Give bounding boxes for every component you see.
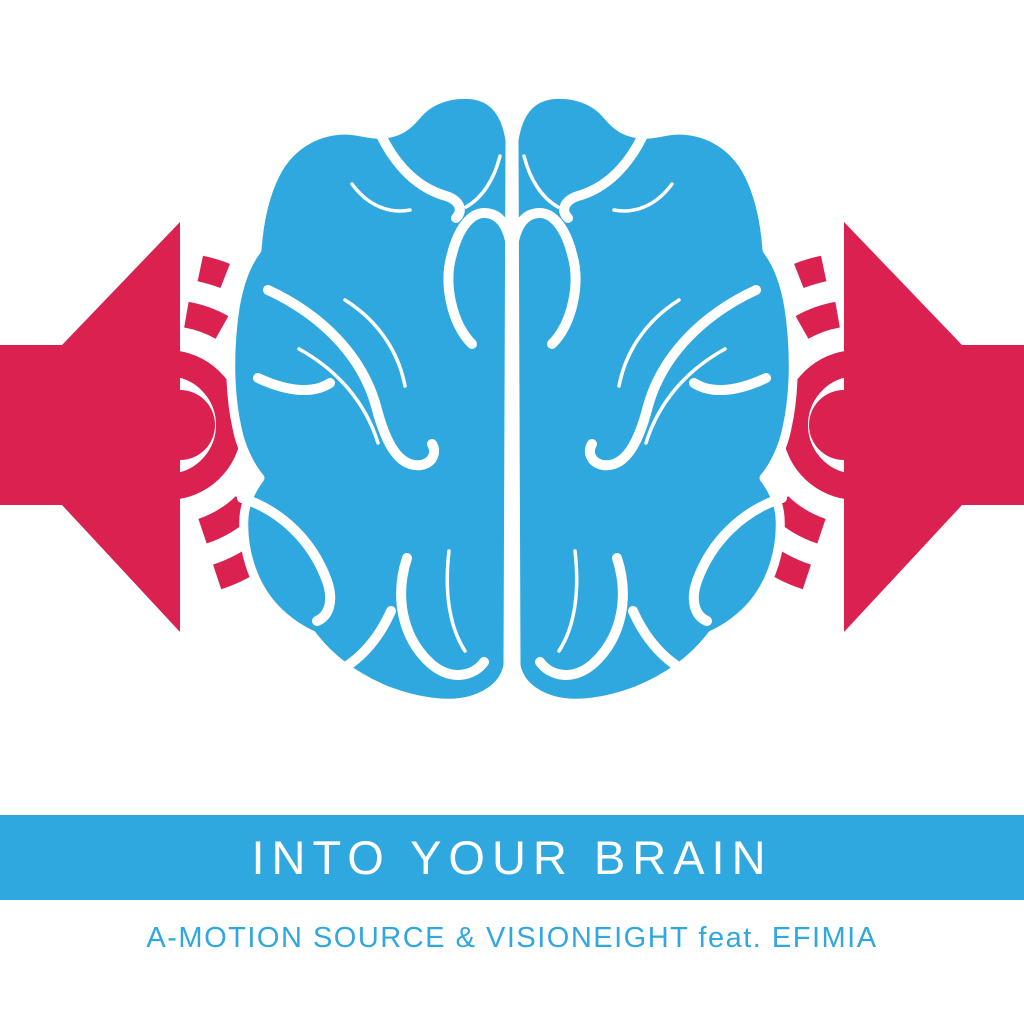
sulcus-lower-curl [237, 493, 336, 626]
hairline-3 [343, 298, 407, 388]
hairline-2 [297, 347, 380, 445]
brain-icon [226, 89, 794, 708]
speaker-body [0, 345, 64, 505]
brain-hemisphere-left [226, 89, 517, 708]
wave-arc-middle [183, 301, 292, 549]
sulcus-long [263, 285, 440, 471]
brain-hemisphere-right [512, 94, 793, 703]
sulcus-bottom-cut [334, 606, 396, 676]
speaker-dome [180, 390, 215, 460]
brain-hairlines [297, 154, 502, 653]
sulcus-top-cut [374, 126, 465, 223]
title-band: INTO YOUR BRAIN [0, 815, 1024, 900]
brain-sulci [237, 126, 517, 680]
speaker-cone [62, 222, 180, 632]
sulcus-crest [253, 373, 335, 396]
sulcus-heart [443, 207, 517, 349]
hairline-1 [350, 182, 412, 213]
wave-arc-inner [173, 350, 242, 500]
artist-line: A-MOTION SOURCE & VISIONEIGHT feat. EFIM… [0, 906, 1024, 970]
hairline-4 [445, 549, 467, 653]
sulcus-bottom-swirl [396, 553, 489, 680]
hairline-5 [464, 154, 502, 209]
artist-names: A-MOTION SOURCE & VISIONEIGHT feat. EFIM… [146, 921, 878, 954]
album-title: INTO YOUR BRAIN [251, 831, 773, 884]
